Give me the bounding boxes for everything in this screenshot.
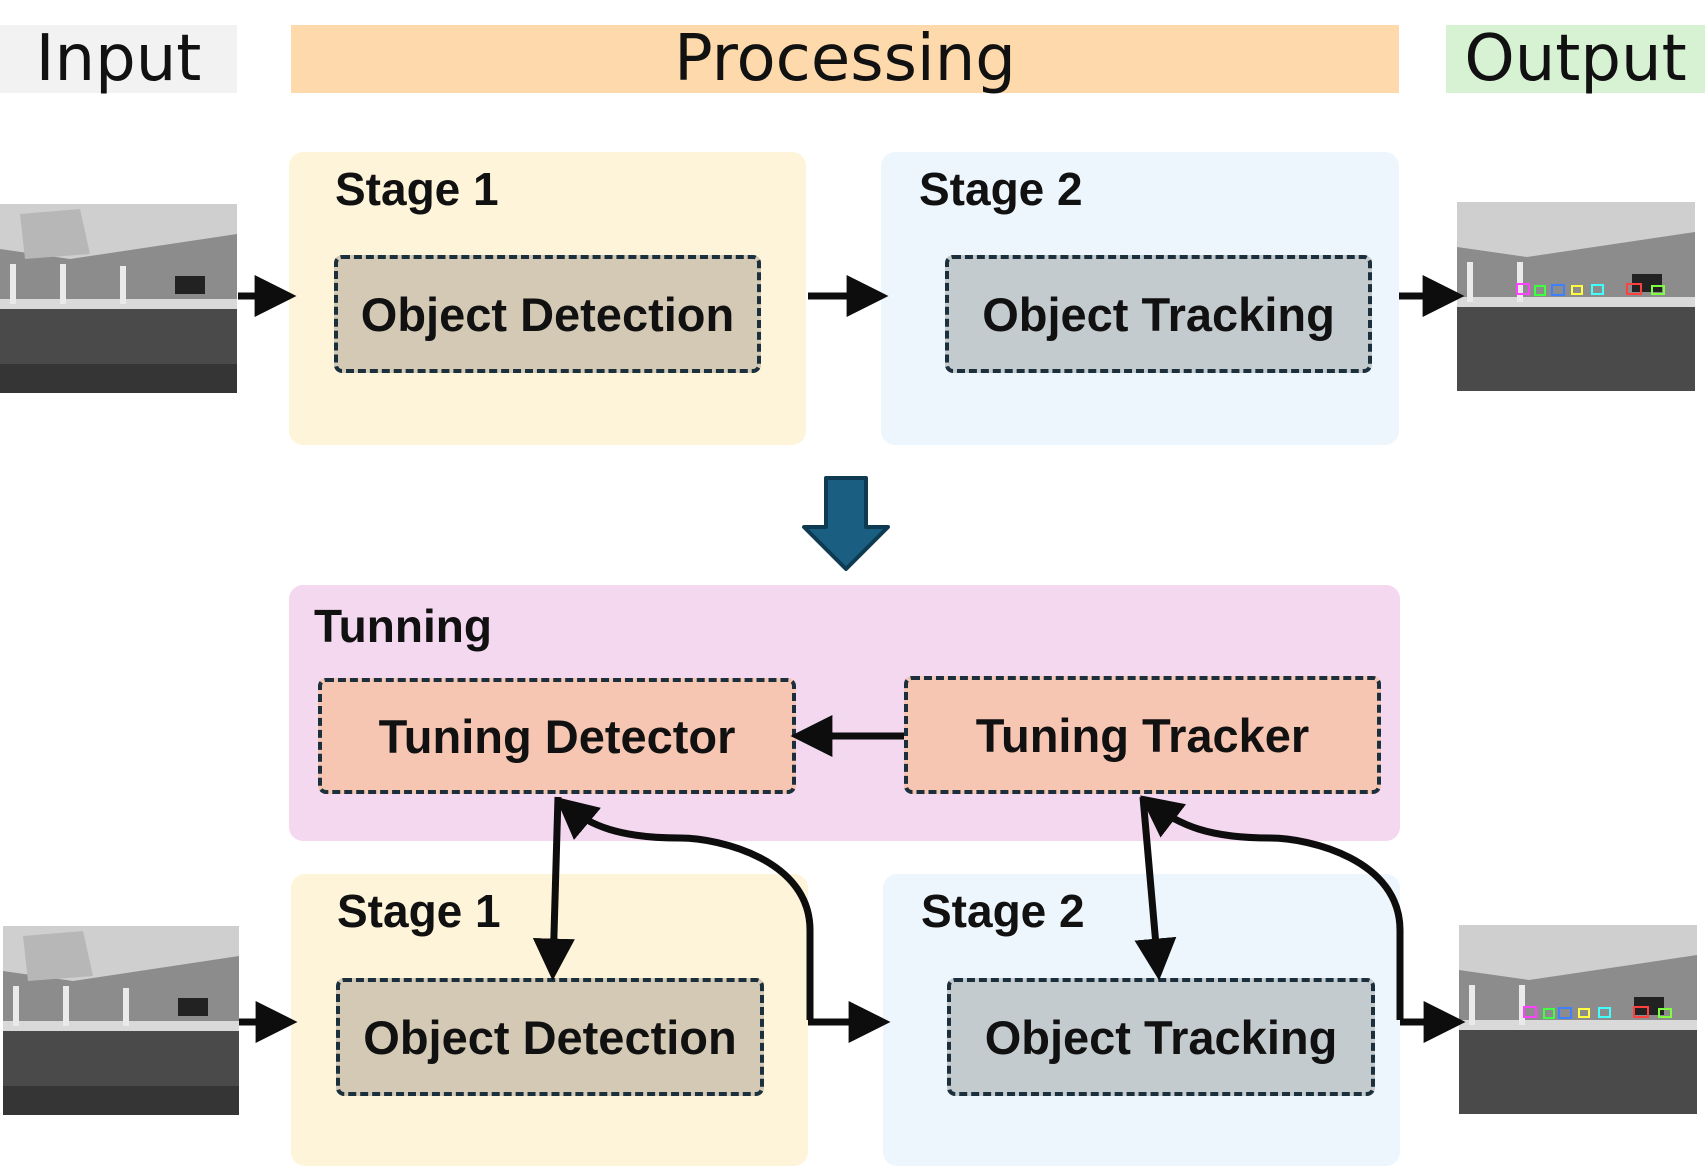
arrow-tracker-to-tracking xyxy=(1134,796,1177,981)
tunning-label: Tunning xyxy=(314,600,492,652)
input-image-bottom xyxy=(3,926,239,1115)
output-image-top xyxy=(1457,202,1695,391)
input-header-label: Input xyxy=(35,22,202,96)
output-image-bottom xyxy=(1459,925,1697,1114)
tuning-detector-box: Tuning Detector xyxy=(318,678,796,794)
tuned-object-detection-box: Object Detection xyxy=(336,978,764,1096)
processing-header-label: Processing xyxy=(674,22,1016,96)
object-detection-box: Object Detection xyxy=(334,255,761,373)
thermal-scene-input-top xyxy=(0,204,237,393)
input-header: Input xyxy=(0,25,237,93)
thermal-scene-output-bottom xyxy=(1459,925,1697,1114)
tuned-object-tracking-box: Object Tracking xyxy=(947,978,1375,1096)
stage1-label: Stage 1 xyxy=(335,163,499,215)
processing-header: Processing xyxy=(291,25,1399,93)
output-header: Output xyxy=(1446,25,1705,93)
output-header-label: Output xyxy=(1464,22,1687,96)
stage2-label: Stage 2 xyxy=(919,163,1083,215)
arrow-feedback-to-detector xyxy=(555,796,814,1020)
input-image-top xyxy=(0,204,237,393)
thermal-scene-output-top xyxy=(1457,202,1695,391)
thermal-scene-input-bottom xyxy=(3,926,239,1115)
tuning-tracker-box: Tuning Tracker xyxy=(904,676,1381,794)
arrow-detector-to-detection xyxy=(532,796,575,981)
big-down-arrow-icon xyxy=(802,476,890,571)
tuned-stage2-label: Stage 2 xyxy=(921,885,1085,937)
tuned-stage1-label: Stage 1 xyxy=(337,885,501,937)
arrow-feedback-to-tracker xyxy=(1139,795,1404,1020)
object-tracking-box: Object Tracking xyxy=(945,255,1372,373)
